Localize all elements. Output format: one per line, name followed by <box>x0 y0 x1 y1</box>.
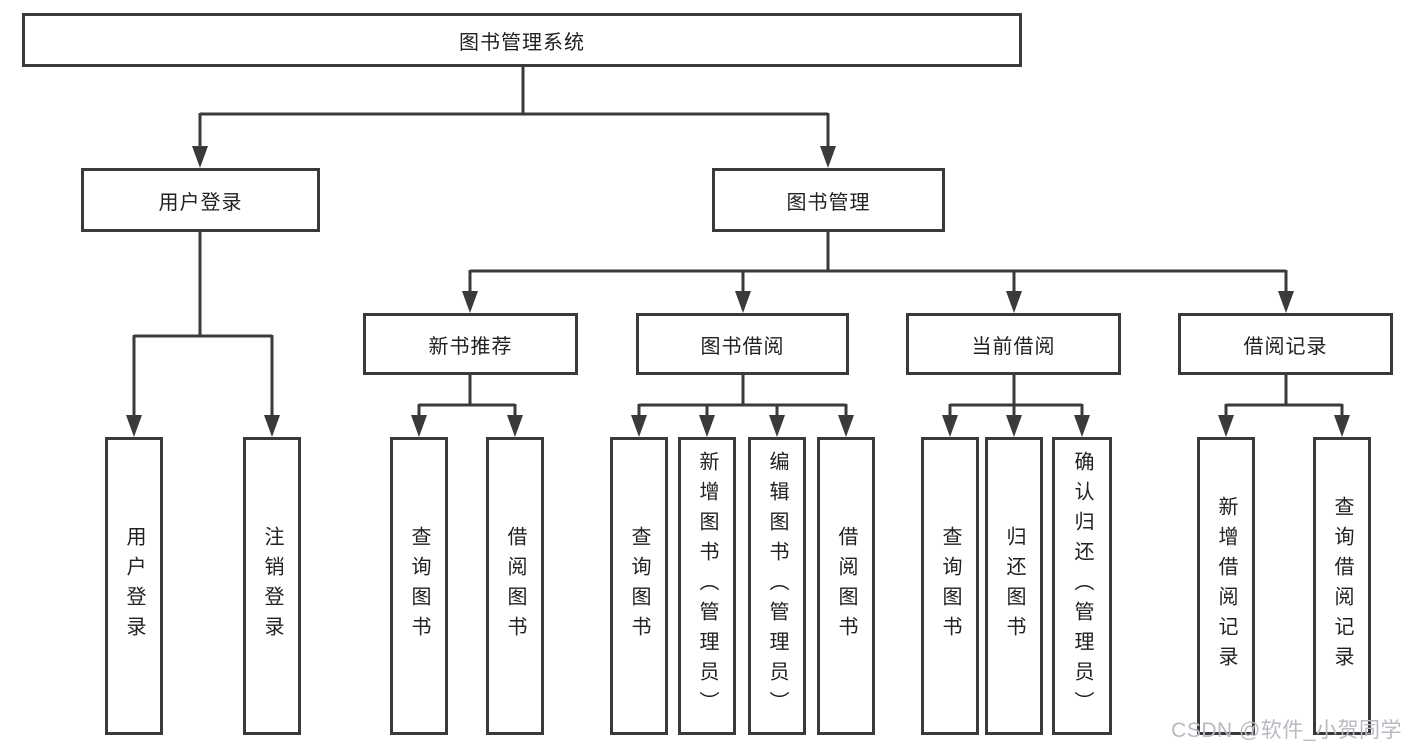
node-borrow-records-label: 借阅记录 <box>1243 335 1328 358</box>
node-new-book-recommend: 新书推荐 <box>363 313 578 375</box>
node-root-system: 图书管理系统 <box>22 13 1022 67</box>
node-leaf-borrow-books-1: 借阅图书 <box>486 437 544 735</box>
node-leaf-query-books-1-label: 查询图书 <box>408 526 430 646</box>
node-leaf-borrow-books-1-label: 借阅图书 <box>504 526 526 646</box>
node-book-borrow: 图书借阅 <box>636 313 849 375</box>
node-leaf-edit-books-admin-label: 编辑图书（管理员） <box>766 451 788 721</box>
node-leaf-query-books-3-label: 查询图书 <box>939 526 961 646</box>
node-leaf-query-borrow-record-label: 查询借阅记录 <box>1331 496 1353 676</box>
node-leaf-confirm-return-admin: 确认归还（管理员） <box>1052 437 1112 735</box>
node-leaf-query-books-1: 查询图书 <box>390 437 448 735</box>
node-user-login-module-label: 用户登录 <box>158 191 243 214</box>
node-leaf-return-books: 归还图书 <box>985 437 1043 735</box>
csdn-watermark: CSDN @软件_小贺同学 <box>1171 719 1402 742</box>
node-current-borrow: 当前借阅 <box>906 313 1121 375</box>
node-book-management-module-label: 图书管理 <box>786 191 871 214</box>
node-leaf-add-books-admin-label: 新增图书（管理员） <box>696 451 718 721</box>
node-book-management-module: 图书管理 <box>712 168 945 232</box>
node-leaf-query-books-3: 查询图书 <box>921 437 979 735</box>
node-new-book-recommend-label: 新书推荐 <box>428 335 513 358</box>
node-leaf-add-borrow-record-label: 新增借阅记录 <box>1215 496 1237 676</box>
node-leaf-logout-label: 注销登录 <box>261 526 283 646</box>
node-leaf-user-login-label: 用户登录 <box>123 526 145 646</box>
node-leaf-return-books-label: 归还图书 <box>1003 526 1025 646</box>
node-leaf-add-books-admin: 新增图书（管理员） <box>678 437 736 735</box>
node-borrow-records: 借阅记录 <box>1178 313 1393 375</box>
node-leaf-query-books-2-label: 查询图书 <box>628 526 650 646</box>
node-leaf-logout: 注销登录 <box>243 437 301 735</box>
node-leaf-edit-books-admin: 编辑图书（管理员） <box>748 437 806 735</box>
node-leaf-add-borrow-record: 新增借阅记录 <box>1197 437 1255 735</box>
node-leaf-user-login: 用户登录 <box>105 437 163 735</box>
node-root-system-label: 图书管理系统 <box>459 31 585 54</box>
node-user-login-module: 用户登录 <box>81 168 320 232</box>
node-current-borrow-label: 当前借阅 <box>971 335 1056 358</box>
node-leaf-confirm-return-admin-label: 确认归还（管理员） <box>1071 451 1093 721</box>
node-book-borrow-label: 图书借阅 <box>700 335 785 358</box>
node-leaf-query-borrow-record: 查询借阅记录 <box>1313 437 1371 735</box>
node-leaf-borrow-books-2: 借阅图书 <box>817 437 875 735</box>
node-leaf-borrow-books-2-label: 借阅图书 <box>835 526 857 646</box>
node-leaf-query-books-2: 查询图书 <box>610 437 668 735</box>
